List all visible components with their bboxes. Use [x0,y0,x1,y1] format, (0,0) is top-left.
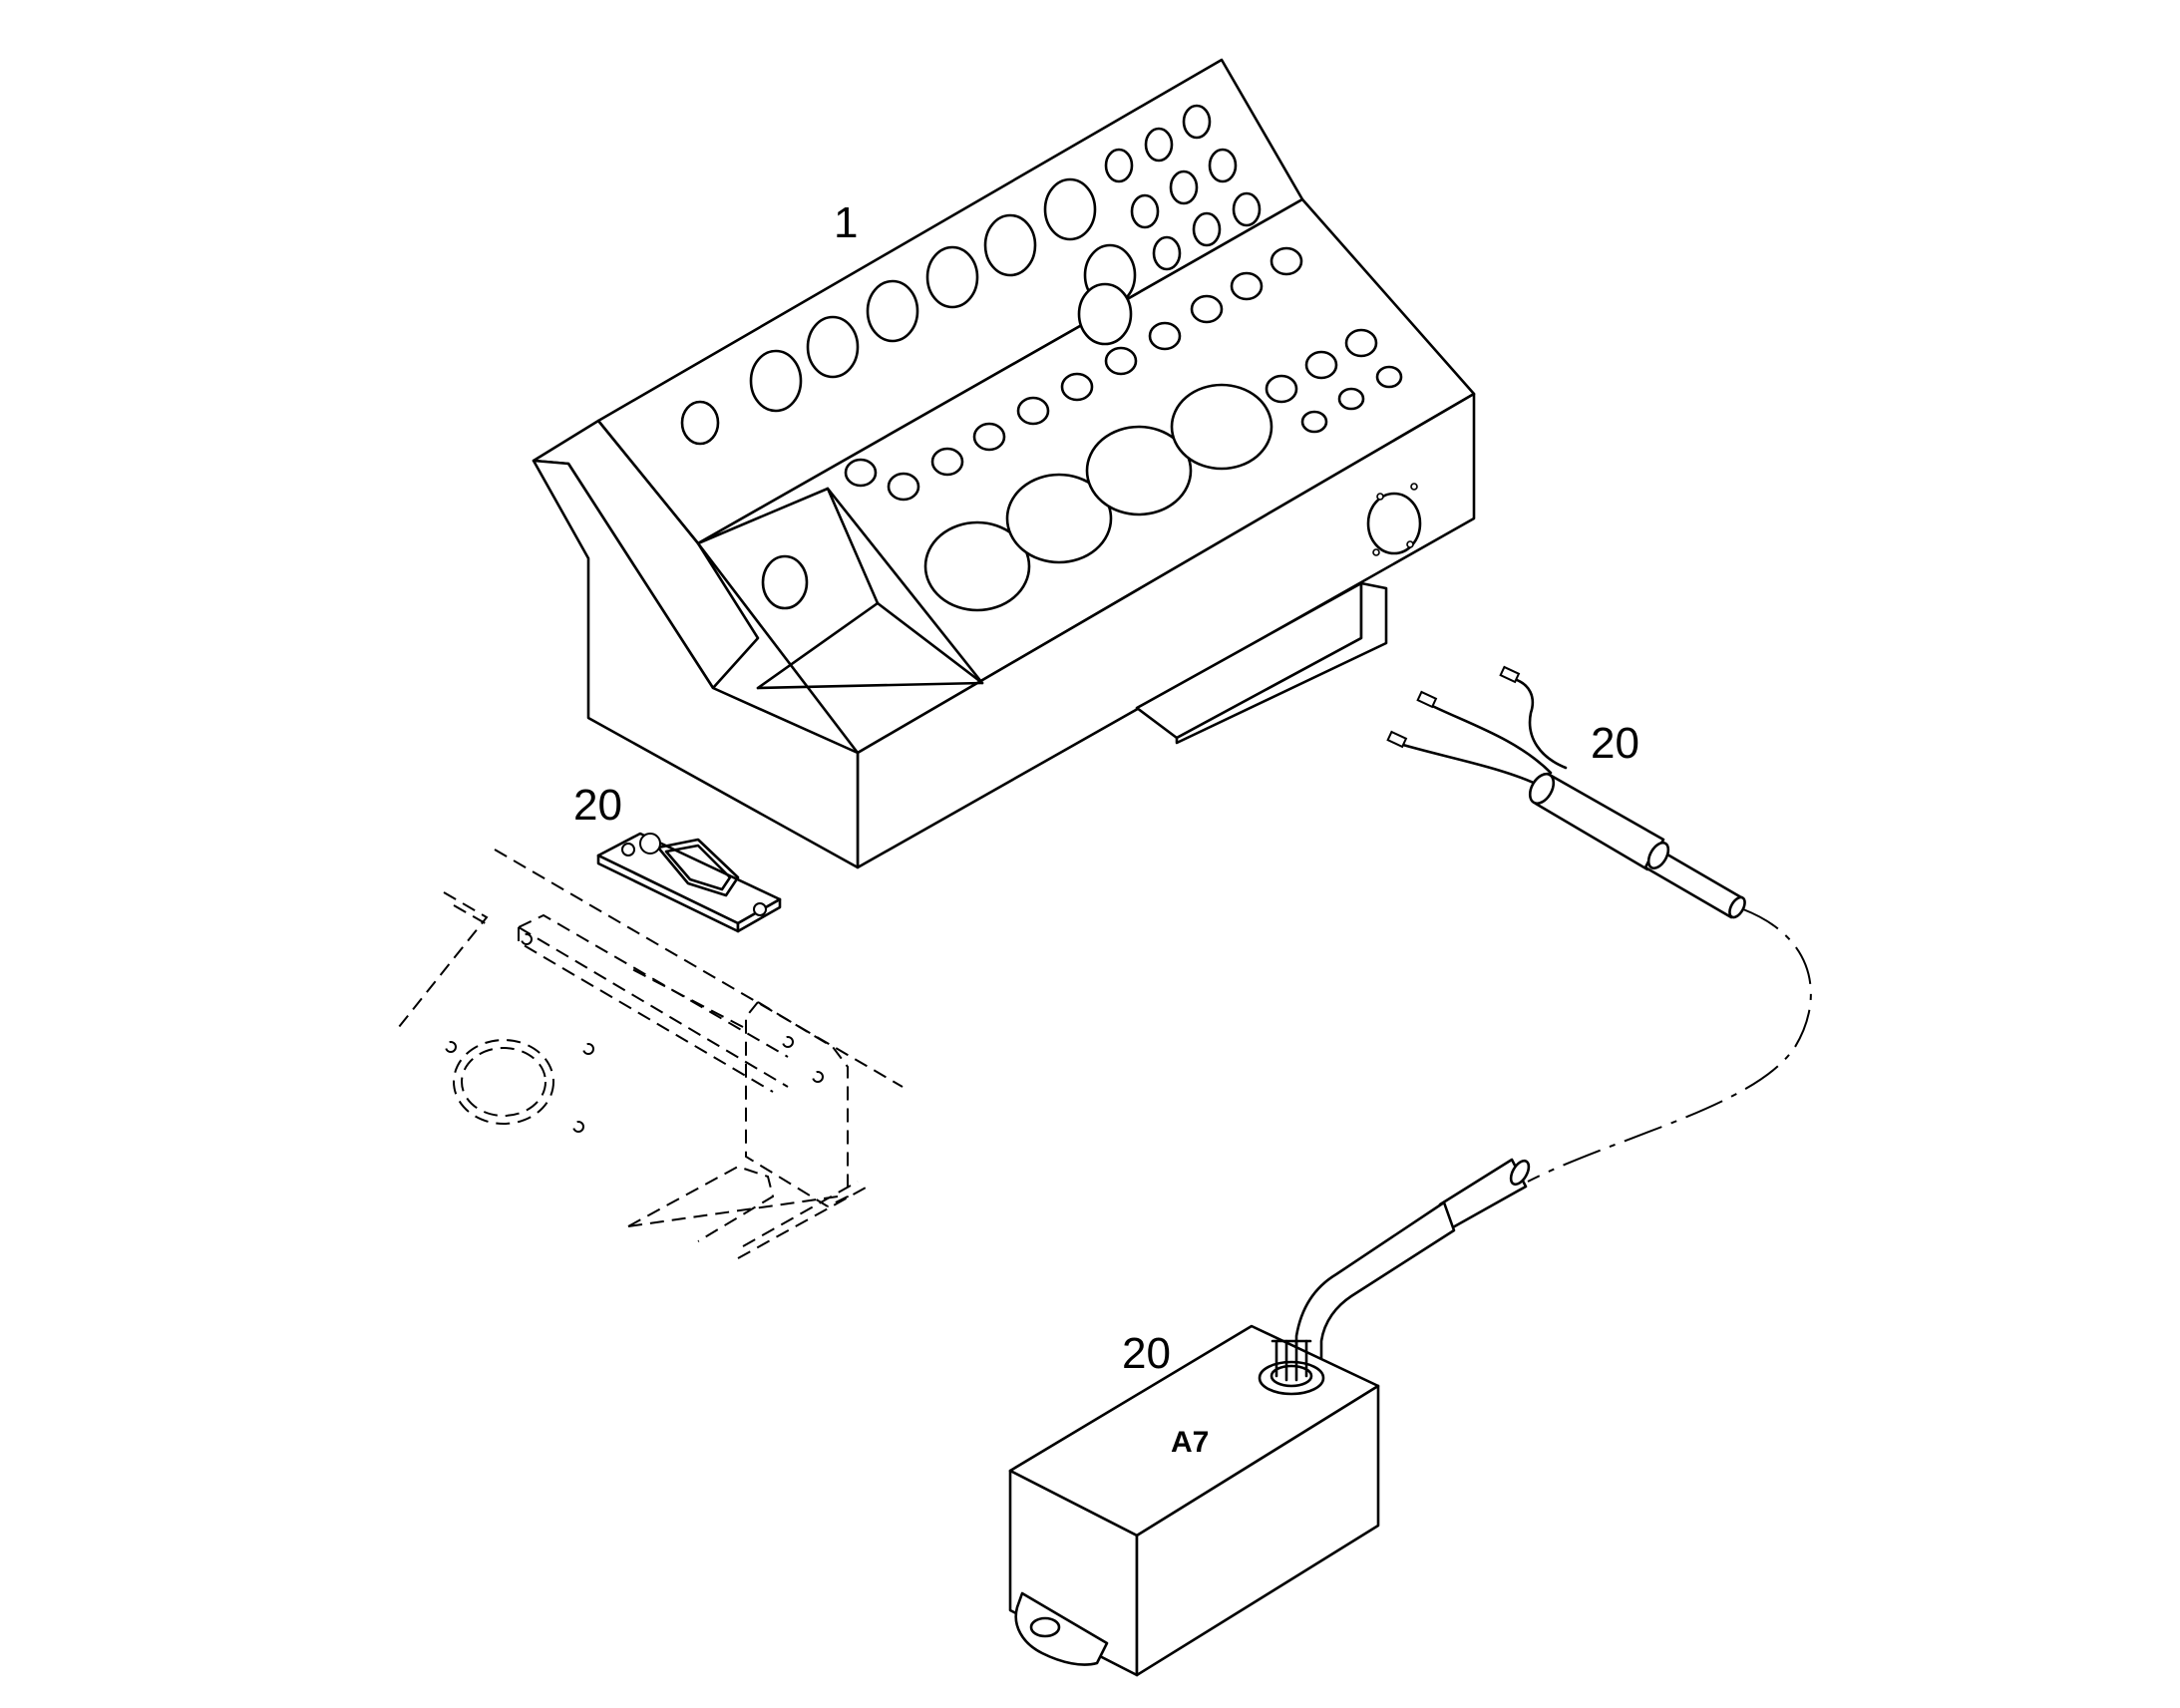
instrument-console [532,58,1476,869]
callout-connector: 20 [573,781,622,830]
module-label: A7 [1171,1426,1209,1459]
module-a7 [1008,1324,1380,1677]
callout-module: 20 [1122,1329,1171,1378]
subd-connector [596,832,782,933]
callout-console: 1 [834,198,858,247]
callout-cable: 20 [1591,719,1639,768]
side-connector-icon [1366,483,1422,556]
cable [1294,665,1812,1373]
mounting-bracket-phantom [398,849,904,1259]
